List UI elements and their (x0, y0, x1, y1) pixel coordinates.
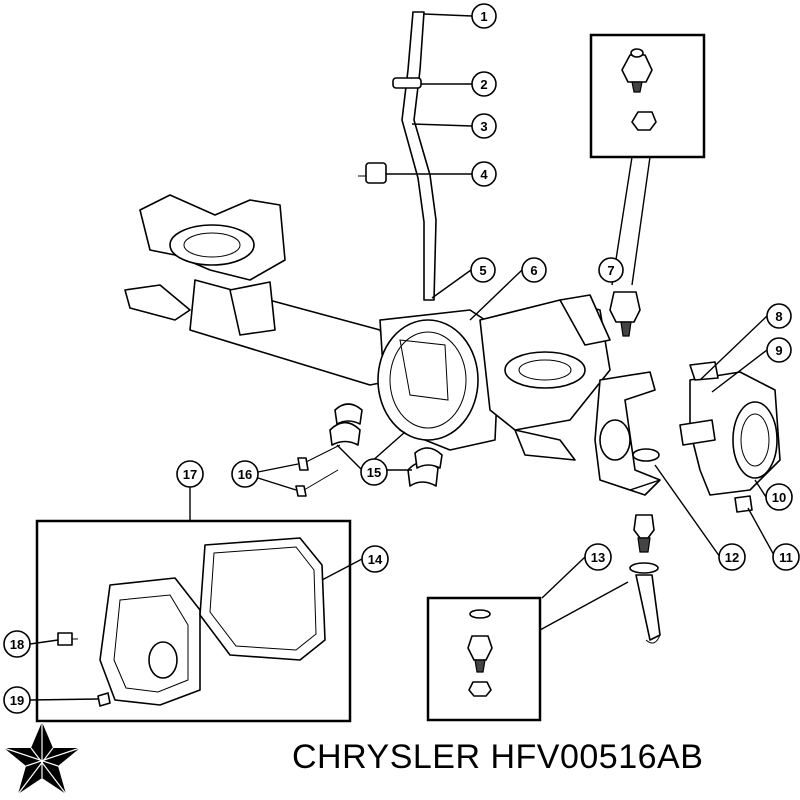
callout-12: 12 (718, 543, 746, 571)
svg-text:7: 7 (607, 263, 614, 278)
callout-8: 8 (766, 303, 792, 329)
svg-text:6: 6 (530, 263, 537, 278)
svg-text:18: 18 (10, 637, 24, 652)
svg-text:14: 14 (368, 552, 383, 567)
callout-11: 11 (772, 543, 800, 571)
vent-hose (358, 11, 437, 301)
callout-1: 1 (471, 3, 497, 29)
brand-part-number: CHRYSLER HFV00516AB (292, 738, 704, 776)
svg-text:2: 2 (480, 77, 487, 92)
svg-text:1: 1 (480, 9, 487, 24)
hub-bearing (679, 361, 781, 513)
svg-text:3: 3 (480, 119, 487, 134)
svg-text:5: 5 (479, 263, 486, 278)
svg-text:12: 12 (725, 550, 739, 565)
callout-17: 17 (176, 460, 204, 488)
svg-text:4: 4 (480, 167, 488, 182)
callout-4: 4 (471, 161, 497, 187)
callout-18: 18 (3, 630, 31, 658)
svg-text:9: 9 (775, 343, 782, 358)
leader-lines (29, 13, 776, 701)
callout-3: 3 (471, 113, 497, 139)
axle-housing (124, 194, 611, 461)
lower-ball-joint-box (426, 514, 661, 722)
callout-5: 5 (470, 257, 496, 283)
svg-text:19: 19 (10, 693, 24, 708)
callout-16: 16 (231, 460, 259, 488)
callout-15: 15 (360, 458, 388, 486)
svg-text:16: 16 (238, 467, 252, 482)
upper-ball-joint-box (589, 33, 706, 337)
callout-6: 6 (521, 257, 547, 283)
callout-14: 14 (361, 545, 389, 573)
callout-2: 2 (471, 71, 497, 97)
bearing-caps (295, 403, 443, 497)
svg-text:11: 11 (779, 550, 793, 565)
steering-knuckle (594, 371, 661, 496)
svg-text:10: 10 (772, 490, 786, 505)
pentastar-logo (3, 722, 81, 795)
svg-text:13: 13 (591, 550, 605, 565)
callout-7: 7 (598, 257, 624, 283)
cover-gasket-box (35, 519, 352, 723)
svg-text:15: 15 (367, 465, 381, 480)
callout-19: 19 (3, 686, 31, 714)
svg-text:17: 17 (183, 467, 197, 482)
callout-13: 13 (584, 543, 612, 571)
callout-9: 9 (766, 337, 792, 363)
callout-10: 10 (765, 483, 793, 511)
svg-text:8: 8 (775, 309, 782, 324)
